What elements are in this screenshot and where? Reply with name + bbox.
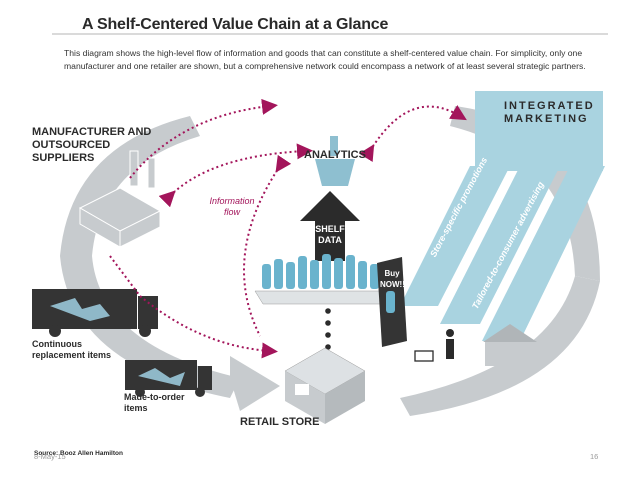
house-icon — [483, 324, 537, 366]
diagram-description: This diagram shows the high-level flow o… — [64, 48, 586, 71]
shelf-with-bottles — [254, 254, 391, 305]
shelf-data-label: SHELF DATA — [315, 224, 345, 245]
slide-date: 8-May-15 — [34, 452, 66, 461]
dotted-connector — [325, 308, 331, 350]
made-to-order-label: Made-to-order items — [124, 392, 185, 413]
slide-page-number: 16 — [590, 452, 599, 461]
source-label: Source: Booz Allen Hamilton — [34, 450, 123, 457]
factory-icon — [78, 150, 162, 248]
shopper-icon — [414, 329, 454, 362]
continuous-label: Continuous replacement items — [32, 339, 112, 360]
diagram-graphics — [32, 33, 608, 424]
title-rule — [52, 33, 608, 35]
integrated-marketing-panel — [400, 91, 605, 341]
truck-small-icon — [125, 360, 212, 397]
analytics-label: ANALYTICS — [304, 149, 366, 161]
information-flow-arrows — [109, 98, 467, 359]
buy-now-sign — [377, 257, 407, 347]
retail-store-icon — [284, 347, 366, 424]
truck-large-icon — [32, 289, 158, 337]
shelf-data-arrow — [300, 191, 360, 261]
diagram-title: A Shelf-Centered Value Chain at a Glance — [82, 16, 389, 33]
manufacturer-label: MANUFACTURER AND OUTSOURCED SUPPLIERS — [32, 126, 152, 164]
integrated-marketing-label: INTEGRATED MARKETING — [504, 100, 595, 125]
information-flow-label: Information flow — [209, 196, 255, 217]
retail-store-label: RETAIL STORE — [240, 416, 320, 428]
buy-now-label: Buy NOW!! — [380, 269, 405, 289]
diagram-figure: A Shelf-Centered Value Chain at a Glance… — [30, 6, 608, 458]
bottles — [262, 254, 379, 289]
analytics-monitor-icon — [315, 136, 355, 186]
